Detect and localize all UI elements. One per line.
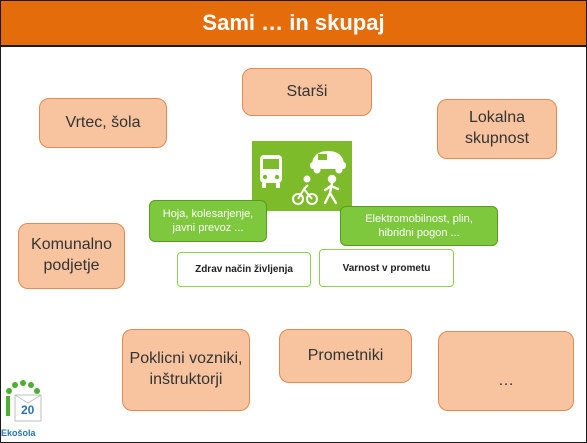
box-poklicni-vozniki-label: Poklicni vozniki, inštruktorji bbox=[129, 350, 243, 388]
cyclist-icon bbox=[292, 175, 318, 205]
box-vrtec-sola: Vrtec, šola bbox=[39, 98, 167, 148]
box-ellipsis-label: … bbox=[498, 371, 514, 389]
white-box-traffic-safety: Varnost v prometu bbox=[319, 249, 454, 287]
pedestrian-icon bbox=[323, 174, 340, 205]
green-box-alternative-fuels-label: Elektromobilnost, plin, hibridni pogon .… bbox=[365, 212, 473, 239]
green-box-alternative-fuels: Elektromobilnost, plin, hibridni pogon .… bbox=[340, 206, 498, 246]
title-bar: Sami … in skupaj bbox=[1, 1, 586, 47]
white-box-healthy-life-label: Zdrav način življenja bbox=[195, 264, 293, 275]
green-box-active-mobility-label: Hoja, kolesarjenje, javni prevoz ... bbox=[162, 207, 254, 234]
box-poklicni-vozniki: Poklicni vozniki, inštruktorji bbox=[122, 329, 250, 411]
green-box-active-mobility: Hoja, kolesarjenje, javni prevoz ... bbox=[149, 200, 267, 242]
electric-car-icon bbox=[310, 151, 346, 174]
box-lokalna-skupnost: Lokalna skupnost bbox=[437, 99, 557, 159]
mobility-icons bbox=[260, 151, 346, 205]
ekosola-logo: 20 bbox=[1, 377, 47, 442]
box-prometniki-label: Prometniki bbox=[307, 346, 384, 364]
white-box-traffic-safety-label: Varnost v prometu bbox=[342, 262, 431, 274]
bus-icon bbox=[260, 155, 282, 188]
box-prometniki: Prometniki bbox=[279, 329, 412, 383]
box-vrtec-sola-label: Vrtec, šola bbox=[65, 113, 141, 131]
box-lokalna-skupnost-label: Lokalna skupnost bbox=[464, 109, 530, 147]
box-komunalno-podjetje-label: Komunalno podjetje bbox=[31, 236, 112, 274]
slide-title: Sami … in skupaj bbox=[202, 10, 385, 35]
ekosola-logo-icon bbox=[6, 380, 42, 422]
box-starsi: Starši bbox=[242, 68, 372, 116]
box-ellipsis: … bbox=[438, 331, 574, 411]
box-starsi-label: Starši bbox=[286, 82, 328, 100]
mobility-icon-block bbox=[252, 141, 352, 211]
logo-text: Ekošola bbox=[1, 428, 36, 438]
box-komunalno-podjetje: Komunalno podjetje bbox=[18, 223, 125, 289]
white-box-healthy-life: Zdrav način življenja bbox=[177, 252, 311, 287]
logo-number: 20 bbox=[21, 403, 35, 417]
